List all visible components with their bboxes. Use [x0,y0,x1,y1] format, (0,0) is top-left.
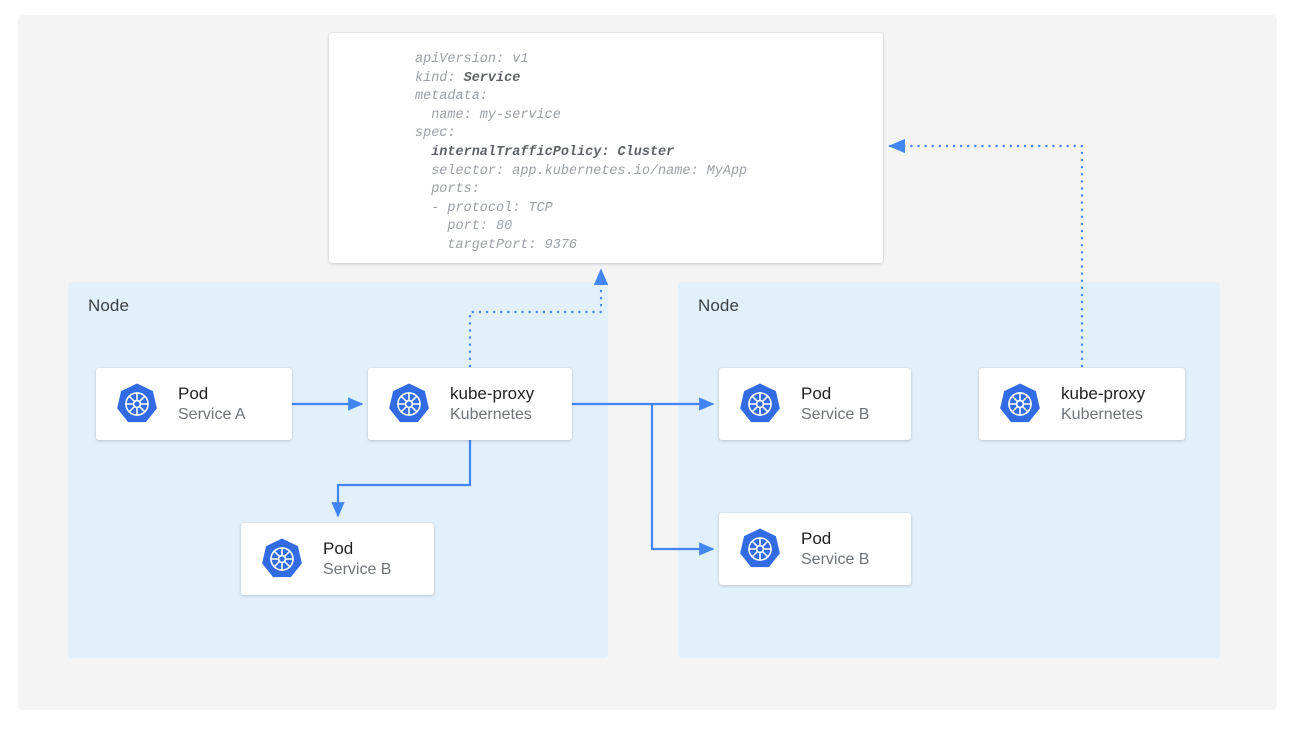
node-label-left: Node [88,296,130,315]
card-text: Pod Service B [801,384,869,425]
manifest-line: targetPort: 9376 [415,237,578,253]
service-manifest-card: apiVersion: v1 kind: Service metadata: nam… [329,33,883,263]
kubernetes-logo-icon [117,383,157,423]
card-text: kube-proxy Kubernetes [450,384,534,425]
card-subtitle: Service B [323,560,392,578]
card-text: Pod Service B [323,539,391,580]
service-manifest-code: apiVersion: v1 kind: Service metadata: nam… [415,51,747,256]
card-kube-proxy-left[interactable]: kube-proxy Kubernetes [368,368,572,440]
node-group-left [68,282,608,658]
manifest-line: apiVersion: v1 [415,52,529,67]
card-pod-service-b-right-bottom[interactable]: Pod Service B [719,513,911,585]
card-title: Pod [323,538,354,558]
manifest-line: selector: app.kubernetes.io/name: MyApp [415,163,748,179]
card-title: kube-proxy [450,383,535,403]
manifest-line: spec: [415,126,456,142]
card-subtitle: Kubernetes [450,405,532,423]
card-subtitle: Service B [801,550,870,568]
node-label-right: Node [698,296,740,315]
manifest-line: kind: Service [415,70,521,86]
card-subtitle: Kubernetes [1061,405,1143,423]
kubernetes-logo-icon [1000,383,1040,423]
node-group-right [678,282,1220,658]
manifest-line: - protocol: TCP [415,200,553,216]
kubernetes-logo-icon [740,383,780,423]
card-title: Pod [801,383,832,403]
card-title: Pod [801,528,832,548]
card-text: Pod Service A [178,384,246,425]
manifest-line: port: 80 [415,219,513,235]
kubernetes-logo-icon [262,538,302,578]
card-title: kube-proxy [1061,383,1146,403]
card-subtitle: Service B [801,405,870,423]
manifest-line: ports: [415,182,480,198]
card-kube-proxy-right[interactable]: kube-proxy Kubernetes [979,368,1185,440]
manifest-line: internalTrafficPolicy: Cluster [415,144,675,160]
manifest-line: metadata: [415,89,488,105]
manifest-line: name: my-service [415,107,561,123]
kubernetes-logo-icon [740,528,780,568]
card-text: kube-proxy Kubernetes [1061,384,1145,425]
card-text: Pod Service B [801,529,869,570]
kubernetes-logo-icon [389,383,429,423]
card-pod-service-b-right-top[interactable]: Pod Service B [719,368,911,440]
card-pod-service-b-left[interactable]: Pod Service B [241,523,434,595]
card-title: Pod [178,383,209,403]
card-pod-service-a[interactable]: Pod Service A [96,368,292,440]
card-subtitle: Service A [178,405,246,423]
